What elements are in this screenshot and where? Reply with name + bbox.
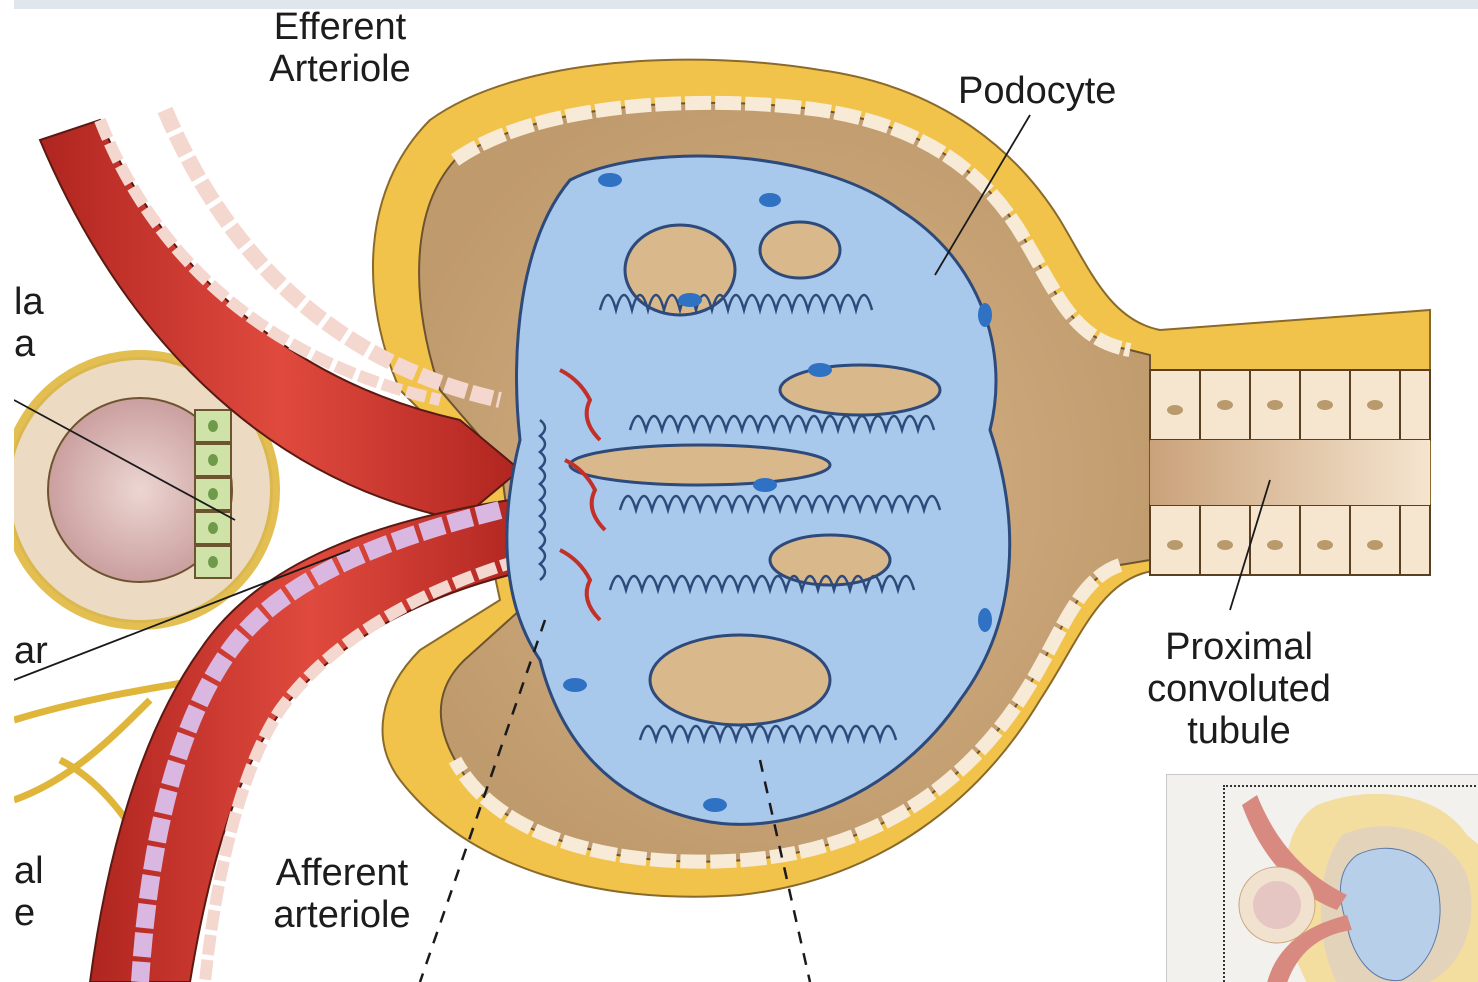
label-proximal-tubule: Proximal convoluted tubule bbox=[1130, 626, 1348, 752]
label-macula-densa-fragment: la a bbox=[14, 281, 44, 365]
label-podocyte: Podocyte bbox=[958, 70, 1116, 112]
left-margin bbox=[0, 0, 14, 982]
label-renal-nerve-fragment: al e bbox=[14, 850, 44, 934]
label-juxtaglomerular-fragment: ar bbox=[14, 630, 48, 672]
label-efferent-text: Efferent Arteriole bbox=[269, 6, 411, 90]
glomerulus bbox=[507, 156, 1010, 824]
viewport-indicator[interactable] bbox=[1223, 785, 1478, 982]
label-afferent-arteriole: Afferent arteriole bbox=[262, 852, 422, 936]
navigator-thumbnail[interactable] bbox=[1166, 774, 1478, 982]
proximal-tubule bbox=[1150, 370, 1430, 575]
label-efferent-arteriole: Efferent Arteriole bbox=[255, 6, 425, 90]
